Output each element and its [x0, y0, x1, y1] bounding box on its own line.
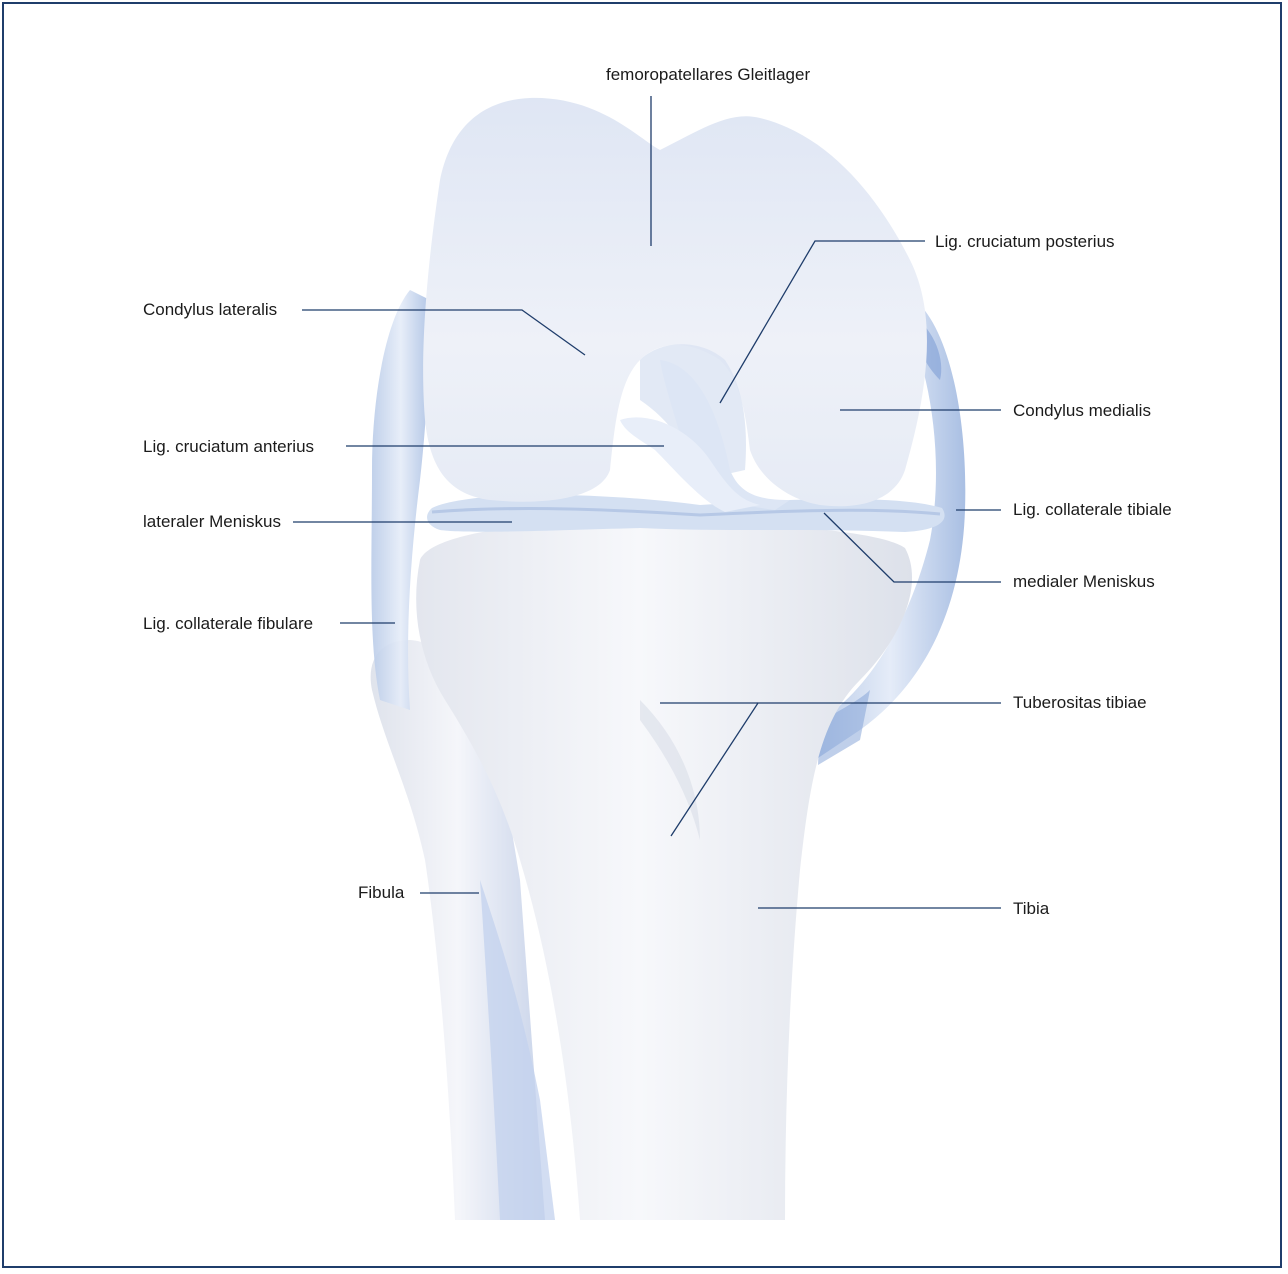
label-medialer-meniskus: medialer Meniskus — [1013, 572, 1155, 591]
label-condylus-lateralis: Condylus lateralis — [143, 300, 277, 319]
label-lig-collaterale-fibulare: Lig. collaterale fibulare — [143, 614, 313, 633]
label-tibia: Tibia — [1013, 899, 1050, 918]
label-lig-cruciatum-anterius: Lig. cruciatum anterius — [143, 437, 314, 456]
label-condylus-medialis: Condylus medialis — [1013, 401, 1151, 420]
label-lig-collaterale-tibiale: Lig. collaterale tibiale — [1013, 500, 1172, 519]
label-lateraler-meniskus: lateraler Meniskus — [143, 512, 281, 531]
label-fibula: Fibula — [358, 883, 405, 902]
label-lig-cruciatum-posterius: Lig. cruciatum posterius — [935, 232, 1115, 251]
label-tuberositas-tibiae: Tuberositas tibiae — [1013, 693, 1147, 712]
label-femoropatellar: femoropatellares Gleitlager — [606, 65, 810, 84]
